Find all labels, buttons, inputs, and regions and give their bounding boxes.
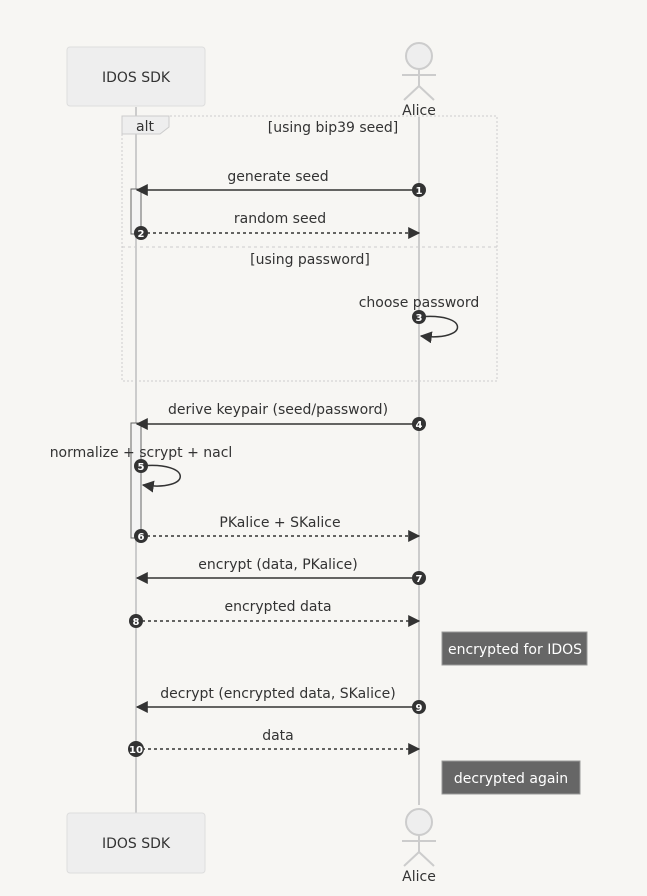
alt-condition-2: [using password] <box>250 252 370 268</box>
message-5: normalize + scrypt + nacl 5 <box>50 445 233 493</box>
message-10-label: data <box>262 728 294 744</box>
message-10-badge <box>128 741 144 757</box>
message-7: encrypt (data, PKalice) 7 <box>135 557 426 585</box>
message-10: data 10 <box>128 728 421 757</box>
message-8: encrypted data 8 <box>129 599 421 628</box>
message-3-badge <box>412 310 426 324</box>
person-icon <box>402 808 436 867</box>
message-5-badge <box>134 459 148 473</box>
message-5-number: 5 <box>138 462 145 473</box>
person-icon <box>402 42 436 101</box>
message-8-number: 8 <box>133 617 140 628</box>
message-4-badge <box>412 417 426 431</box>
note-decrypted: decrypted again <box>441 760 581 795</box>
message-4: derive keypair (seed/password) 4 <box>135 402 426 431</box>
note-encrypted-label: encrypted for IDOS <box>448 642 582 658</box>
participant-sdk-top-label: IDOS SDK <box>102 70 171 86</box>
message-4-number: 4 <box>416 420 423 431</box>
message-1-badge <box>412 183 426 197</box>
message-2-label: random seed <box>234 211 326 227</box>
activation-bar-2 <box>130 422 142 539</box>
message-6-number: 6 <box>138 532 145 543</box>
message-9: decrypt (encrypted data, SKalice) 9 <box>135 686 426 714</box>
message-1-label: generate seed <box>227 169 328 185</box>
message-7-number: 7 <box>416 574 423 585</box>
message-2-number: 2 <box>138 229 145 240</box>
alt-condition-1: [using bip39 seed] <box>268 120 399 136</box>
participant-sdk-top: IDOS SDK <box>66 46 206 107</box>
message-3-number: 3 <box>416 313 423 324</box>
alt-fragment: alt [using bip39 seed] [using password] <box>121 115 498 382</box>
message-4-label: derive keypair (seed/password) <box>168 402 388 418</box>
message-7-label: encrypt (data, PKalice) <box>198 557 357 573</box>
message-3-arrow <box>418 315 459 344</box>
message-3: choose password 3 <box>359 295 480 344</box>
message-6-badge <box>134 529 148 543</box>
message-7-badge <box>412 571 426 585</box>
note-encrypted: encrypted for IDOS <box>441 631 588 666</box>
message-1-number: 1 <box>416 186 423 197</box>
actor-alice-top: Alice <box>402 42 436 119</box>
actor-alice-top-label: Alice <box>402 103 436 119</box>
message-5-arrow <box>140 464 181 493</box>
message-2: random seed 2 <box>134 211 421 240</box>
message-9-label: decrypt (encrypted data, SKalice) <box>160 686 395 702</box>
message-2-badge <box>134 226 148 240</box>
message-5-label: normalize + scrypt + nacl <box>50 445 233 461</box>
actor-alice-bottom: Alice <box>402 808 436 885</box>
message-8-label: encrypted data <box>224 599 331 615</box>
message-8-badge <box>129 614 143 628</box>
message-9-badge <box>412 700 426 714</box>
message-6-label: PKalice + SKalice <box>219 515 340 531</box>
message-9-number: 9 <box>416 703 423 714</box>
message-1: generate seed 1 <box>135 169 426 197</box>
participant-sdk-bottom: IDOS SDK <box>66 812 206 874</box>
alt-keyword: alt <box>136 119 154 135</box>
note-decrypted-label: decrypted again <box>454 771 568 787</box>
participant-sdk-bottom-label: IDOS SDK <box>102 836 171 852</box>
actor-alice-bottom-label: Alice <box>402 869 436 885</box>
message-10-number: 10 <box>129 745 143 756</box>
message-3-label: choose password <box>359 295 480 311</box>
message-6: PKalice + SKalice 6 <box>134 515 421 543</box>
